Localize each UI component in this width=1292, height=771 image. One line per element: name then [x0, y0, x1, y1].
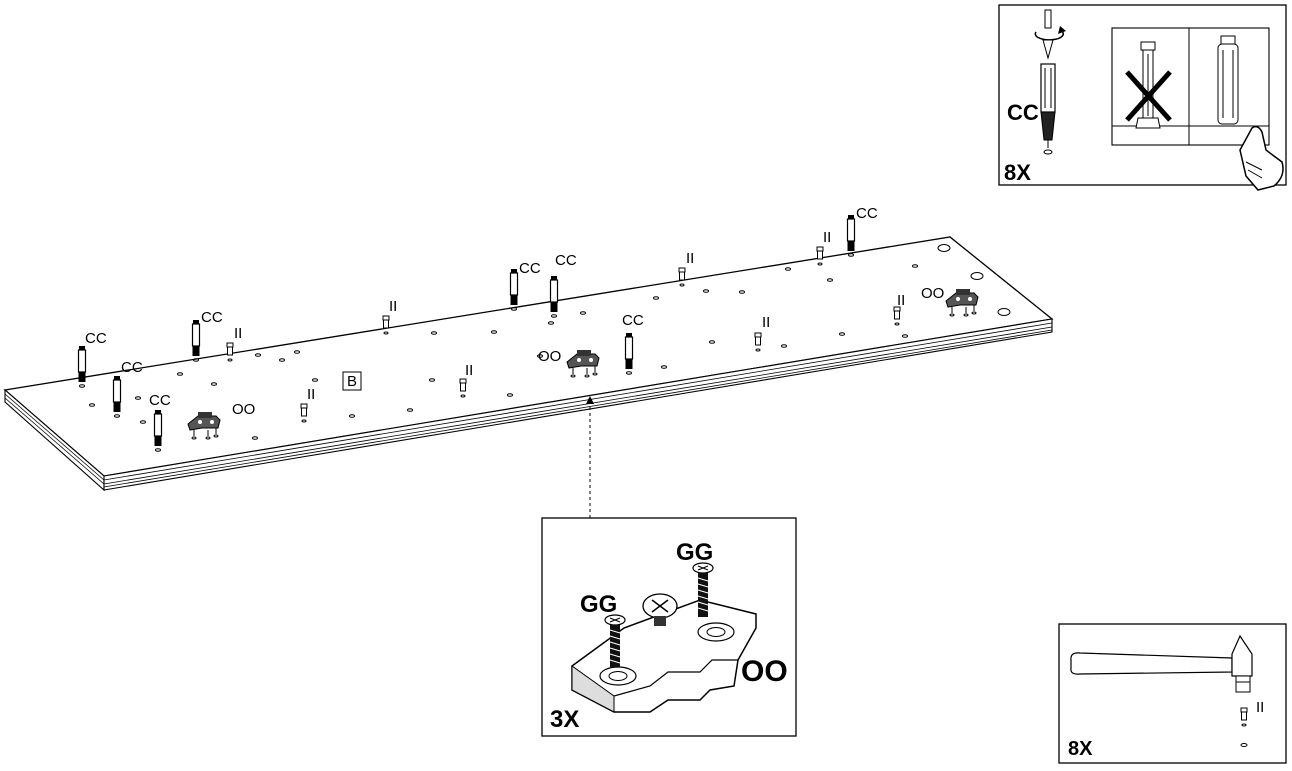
- pin-label: II: [823, 229, 831, 246]
- inset-screw-label-left: GG: [580, 591, 617, 618]
- pin-label: II: [686, 250, 694, 267]
- hinge-plate-label: OO: [232, 401, 255, 418]
- pin-label: II: [234, 325, 242, 342]
- inset-hammer-quantity: 8X: [1068, 738, 1093, 760]
- pin-label: II: [307, 386, 315, 403]
- dowel-label: CC: [121, 359, 143, 376]
- pin-label: II: [762, 314, 770, 331]
- pin-label: II: [389, 298, 397, 315]
- dowel-labels: CC CC CC CC CC CC CC CC: [85, 205, 878, 409]
- panel-label: B: [347, 373, 357, 390]
- hinge-plate-labels: OO OO OO: [232, 285, 944, 418]
- hinge-plate-label: OO: [538, 348, 561, 365]
- dowel-label: CC: [201, 309, 223, 326]
- dowel-label: CC: [622, 312, 644, 329]
- inset-cam-part-label: CC: [1007, 100, 1039, 125]
- dowel-label: CC: [519, 260, 541, 277]
- pin-labels: II II II II II II II II: [234, 229, 905, 403]
- inset-hammer: II 8X: [1058, 623, 1287, 764]
- dowel-label: CC: [555, 252, 577, 269]
- inset-plate-quantity: 3X: [550, 706, 579, 733]
- inset-plate-label: OO: [741, 655, 788, 688]
- dowel-label: CC: [856, 205, 878, 222]
- dowel-label: CC: [85, 330, 107, 347]
- callout-arrow: [586, 396, 594, 518]
- pin-label: II: [465, 362, 473, 379]
- hinge-plate-label: OO: [921, 285, 944, 302]
- panel-b: [3, 236, 1054, 492]
- pin-label: II: [897, 292, 905, 309]
- panel-label-box: [342, 371, 362, 391]
- dowel-label: CC: [149, 392, 171, 409]
- inset-cam-dowel: CC 8X: [998, 4, 1287, 191]
- inset-cam-quantity: 8X: [1004, 160, 1031, 185]
- inset-hinge-plate: GG GG OO 3X: [541, 517, 797, 737]
- inset-hammer-part-label: II: [1256, 699, 1264, 716]
- inset-screw-label-right: GG: [676, 539, 713, 566]
